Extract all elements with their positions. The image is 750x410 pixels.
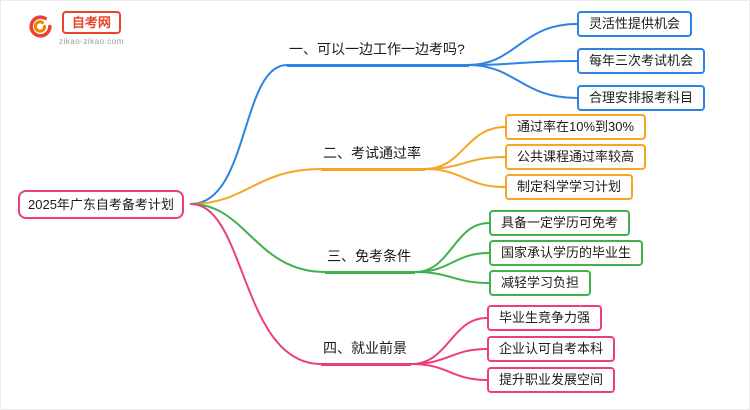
branch-label-3[interactable]: 三、免考条件 [325, 246, 415, 274]
child-node[interactable]: 每年三次考试机会 [577, 48, 706, 74]
child-node[interactable]: 合理安排报考科目 [577, 85, 706, 111]
child-node[interactable]: 企业认可自考本科 [487, 336, 616, 362]
root-node[interactable]: 2025年广东自考备考计划 [18, 190, 184, 219]
child-node[interactable]: 灵活性提供机会 [577, 11, 693, 37]
child-node[interactable]: 通过率在10%到30% [505, 114, 647, 140]
branch-label-4[interactable]: 四、就业前景 [321, 338, 411, 366]
child-node[interactable]: 公共课程通过率较高 [505, 144, 647, 170]
child-node[interactable]: 制定科学学习计划 [505, 174, 634, 200]
brand-name: 自考网 [61, 11, 121, 34]
branch-label-1[interactable]: 一、可以一边工作一边考吗? [287, 39, 469, 67]
child-node[interactable]: 国家承认学历的毕业生 [489, 240, 644, 266]
branch-label-2[interactable]: 二、考试通过率 [321, 143, 425, 171]
child-node[interactable]: 具备一定学历可免考 [489, 210, 631, 236]
child-node[interactable]: 毕业生竞争力强 [487, 305, 603, 331]
child-node[interactable]: 减轻学习负担 [489, 270, 592, 296]
brand-domain: zikao-zikao.com [59, 37, 124, 46]
child-node[interactable]: 提升职业发展空间 [487, 367, 616, 393]
brand-icon [27, 11, 54, 40]
site-logo[interactable]: 自考网 zikao-zikao.com [27, 11, 124, 46]
